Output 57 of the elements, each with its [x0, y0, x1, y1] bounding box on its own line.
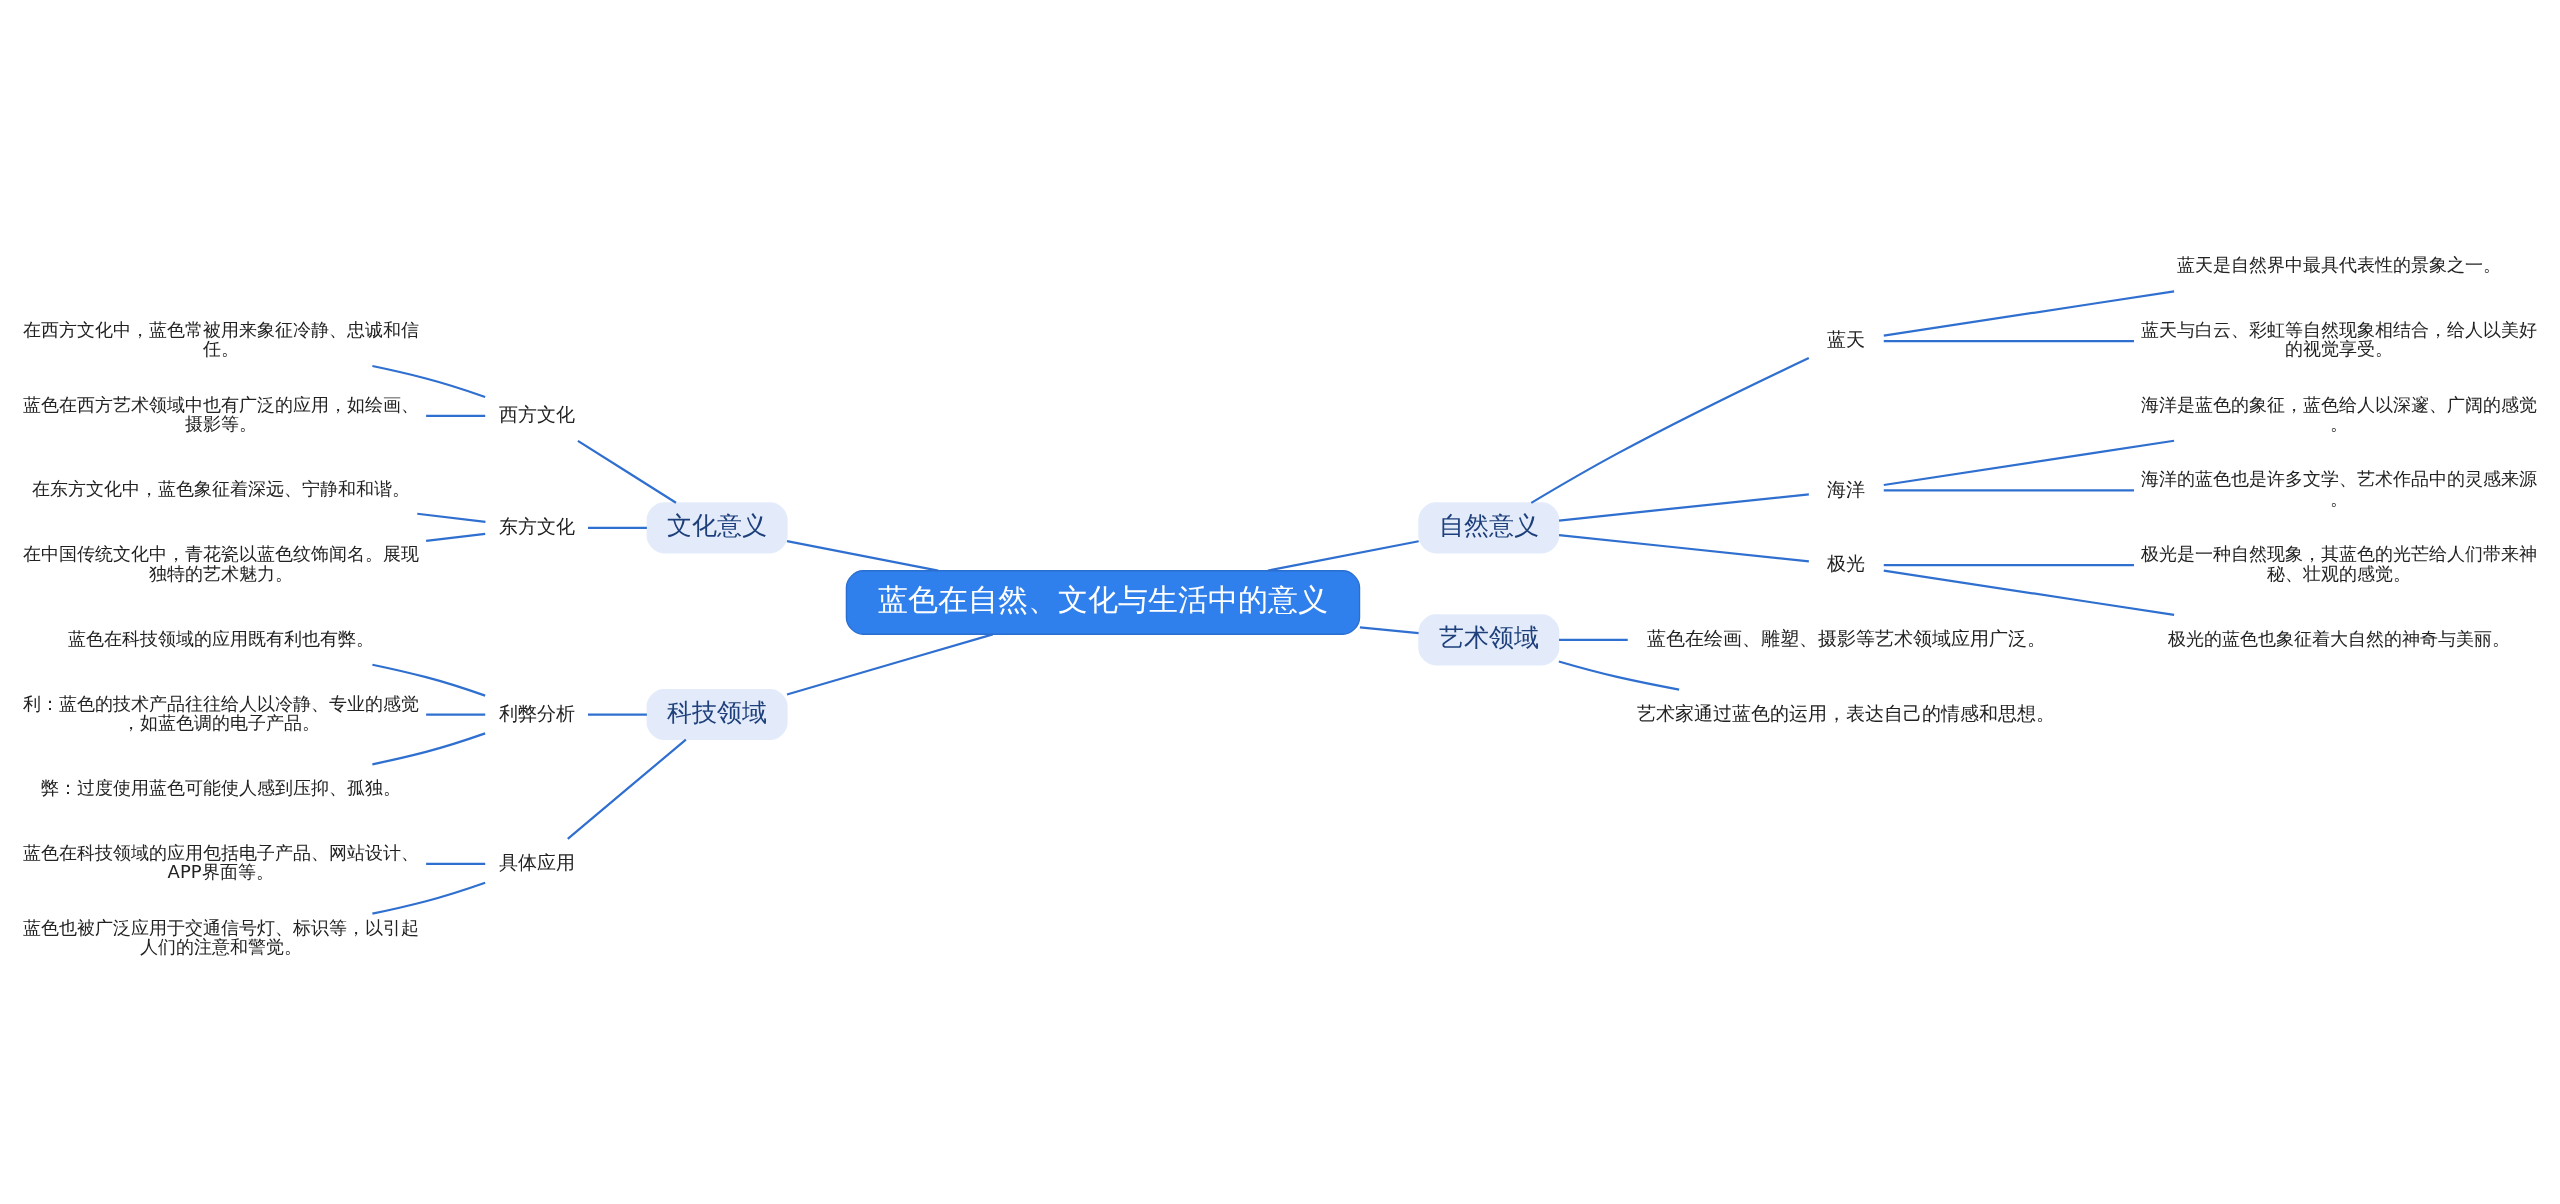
node-text: 弊：过度使用蓝色可能使人感到压抑、孤独。	[40, 776, 401, 798]
node-text: 极光	[1827, 551, 1866, 575]
node-text: 在中国传统文化中，青花瓷以蓝色纹饰闻名。展现独特的艺术魅力。	[22, 542, 419, 584]
connector	[1883, 439, 2175, 486]
node-box: 科技领域	[646, 688, 788, 740]
node-box: 艺术领域	[1418, 613, 1560, 665]
node-text: 极光是一种自然现象，其蓝色的光芒给人们带来神秘、壮观的感觉。	[2141, 542, 2538, 584]
node-text: 在西方文化中，蓝色常被用来象征冷静、忠诚和信任。	[22, 318, 419, 359]
node-text: 西方文化	[498, 402, 575, 426]
connector	[426, 712, 486, 716]
connector	[1883, 563, 2134, 566]
node-text: 蓝色也被广泛应用于交通信号灯、标识等，以引起人们的注意和警觉。	[22, 916, 419, 957]
node-text: 海洋的蓝色也是许多文学、艺术作品中的灵感来源。	[2141, 468, 2538, 509]
connector	[577, 439, 677, 504]
node-box: 文化意义	[646, 501, 788, 553]
connector	[426, 532, 486, 542]
node-text: 具体应用	[498, 850, 575, 874]
connector	[567, 738, 687, 840]
connector	[1559, 638, 1628, 641]
node-box: 蓝色在自然、文化与生活中的意义	[845, 569, 1361, 635]
connector	[372, 364, 486, 398]
connector	[1883, 289, 2175, 337]
node-box: 自然意义	[1418, 501, 1560, 553]
node-text: 利弊分析	[498, 701, 575, 725]
connector	[1883, 488, 2134, 492]
connector	[588, 712, 647, 716]
connector	[786, 539, 939, 572]
connector	[1558, 533, 1809, 562]
connector	[1558, 492, 1809, 522]
connector	[1530, 356, 1810, 504]
connector	[786, 632, 994, 696]
node-text: 蓝天与白云、彩虹等自然现象相结合，给人以美好的视觉享受。	[2141, 318, 2538, 359]
node-text: 在东方文化中，蓝色象征着深远、宁静和和谐。	[31, 477, 410, 499]
node-text: 蓝天是自然界中最具代表性的景象之一。	[2177, 253, 2502, 275]
node-text: 极光的蓝色也象征着大自然的神奇与美丽。	[2168, 627, 2511, 649]
node-text: 海洋	[1827, 477, 1866, 501]
node-text: 蓝色在科技领域的应用既有利也有弊。	[67, 627, 374, 649]
node-text: 利：蓝色的技术产品往往给人以冷静、专业的感觉，如蓝色调的电子产品。	[22, 692, 419, 733]
connector	[588, 526, 647, 529]
connector	[426, 414, 486, 417]
node-text: 蓝色在科技领域的应用包括电子产品、网站设计、APP界面等。	[22, 841, 419, 882]
connector	[1267, 539, 1419, 572]
node-text: 东方文化	[498, 514, 575, 538]
connector	[372, 881, 486, 915]
connector	[1558, 659, 1680, 691]
connector	[1883, 339, 2134, 342]
connector	[372, 663, 486, 697]
connector	[426, 862, 486, 865]
node-text: 海洋是蓝色的象征，蓝色给人以深邃、广阔的感觉。	[2141, 393, 2538, 434]
connector	[1359, 625, 1419, 634]
connector	[1883, 569, 2175, 616]
node-text: 蓝色在西方艺术领域中也有广泛的应用，如绘画、摄影等。	[22, 393, 419, 434]
node-text: 艺术家通过蓝色的运用，表达自己的情感和思想。	[1637, 701, 2056, 725]
connector	[417, 512, 486, 523]
node-text: 蓝色在绘画、雕塑、摄影等艺术领域应用广泛。	[1646, 626, 2046, 650]
node-text: 蓝天	[1827, 327, 1866, 351]
connector	[372, 731, 486, 765]
